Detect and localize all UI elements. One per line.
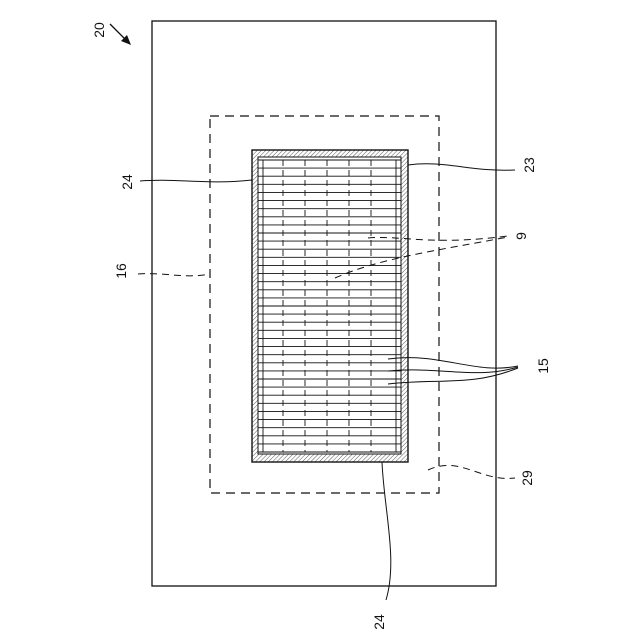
label-outer-dashed: 29 xyxy=(519,470,535,486)
label-frame-right: 23 xyxy=(521,157,537,173)
leader-29 xyxy=(428,465,515,478)
leader-24-bottom xyxy=(382,462,391,600)
frame-inner xyxy=(258,157,401,454)
label-region-dashed: 16 xyxy=(113,263,129,279)
label-frame-bottom: 24 xyxy=(371,614,387,630)
leader-23 xyxy=(408,164,515,170)
label-strips: 15 xyxy=(535,358,551,374)
label-frame-top-left: 24 xyxy=(119,174,135,190)
label-device: 20 xyxy=(91,22,107,38)
leader-24-top xyxy=(140,180,252,182)
leader-16 xyxy=(138,274,210,276)
device-arrow xyxy=(110,24,131,45)
label-hidden-element: 9 xyxy=(513,232,529,240)
